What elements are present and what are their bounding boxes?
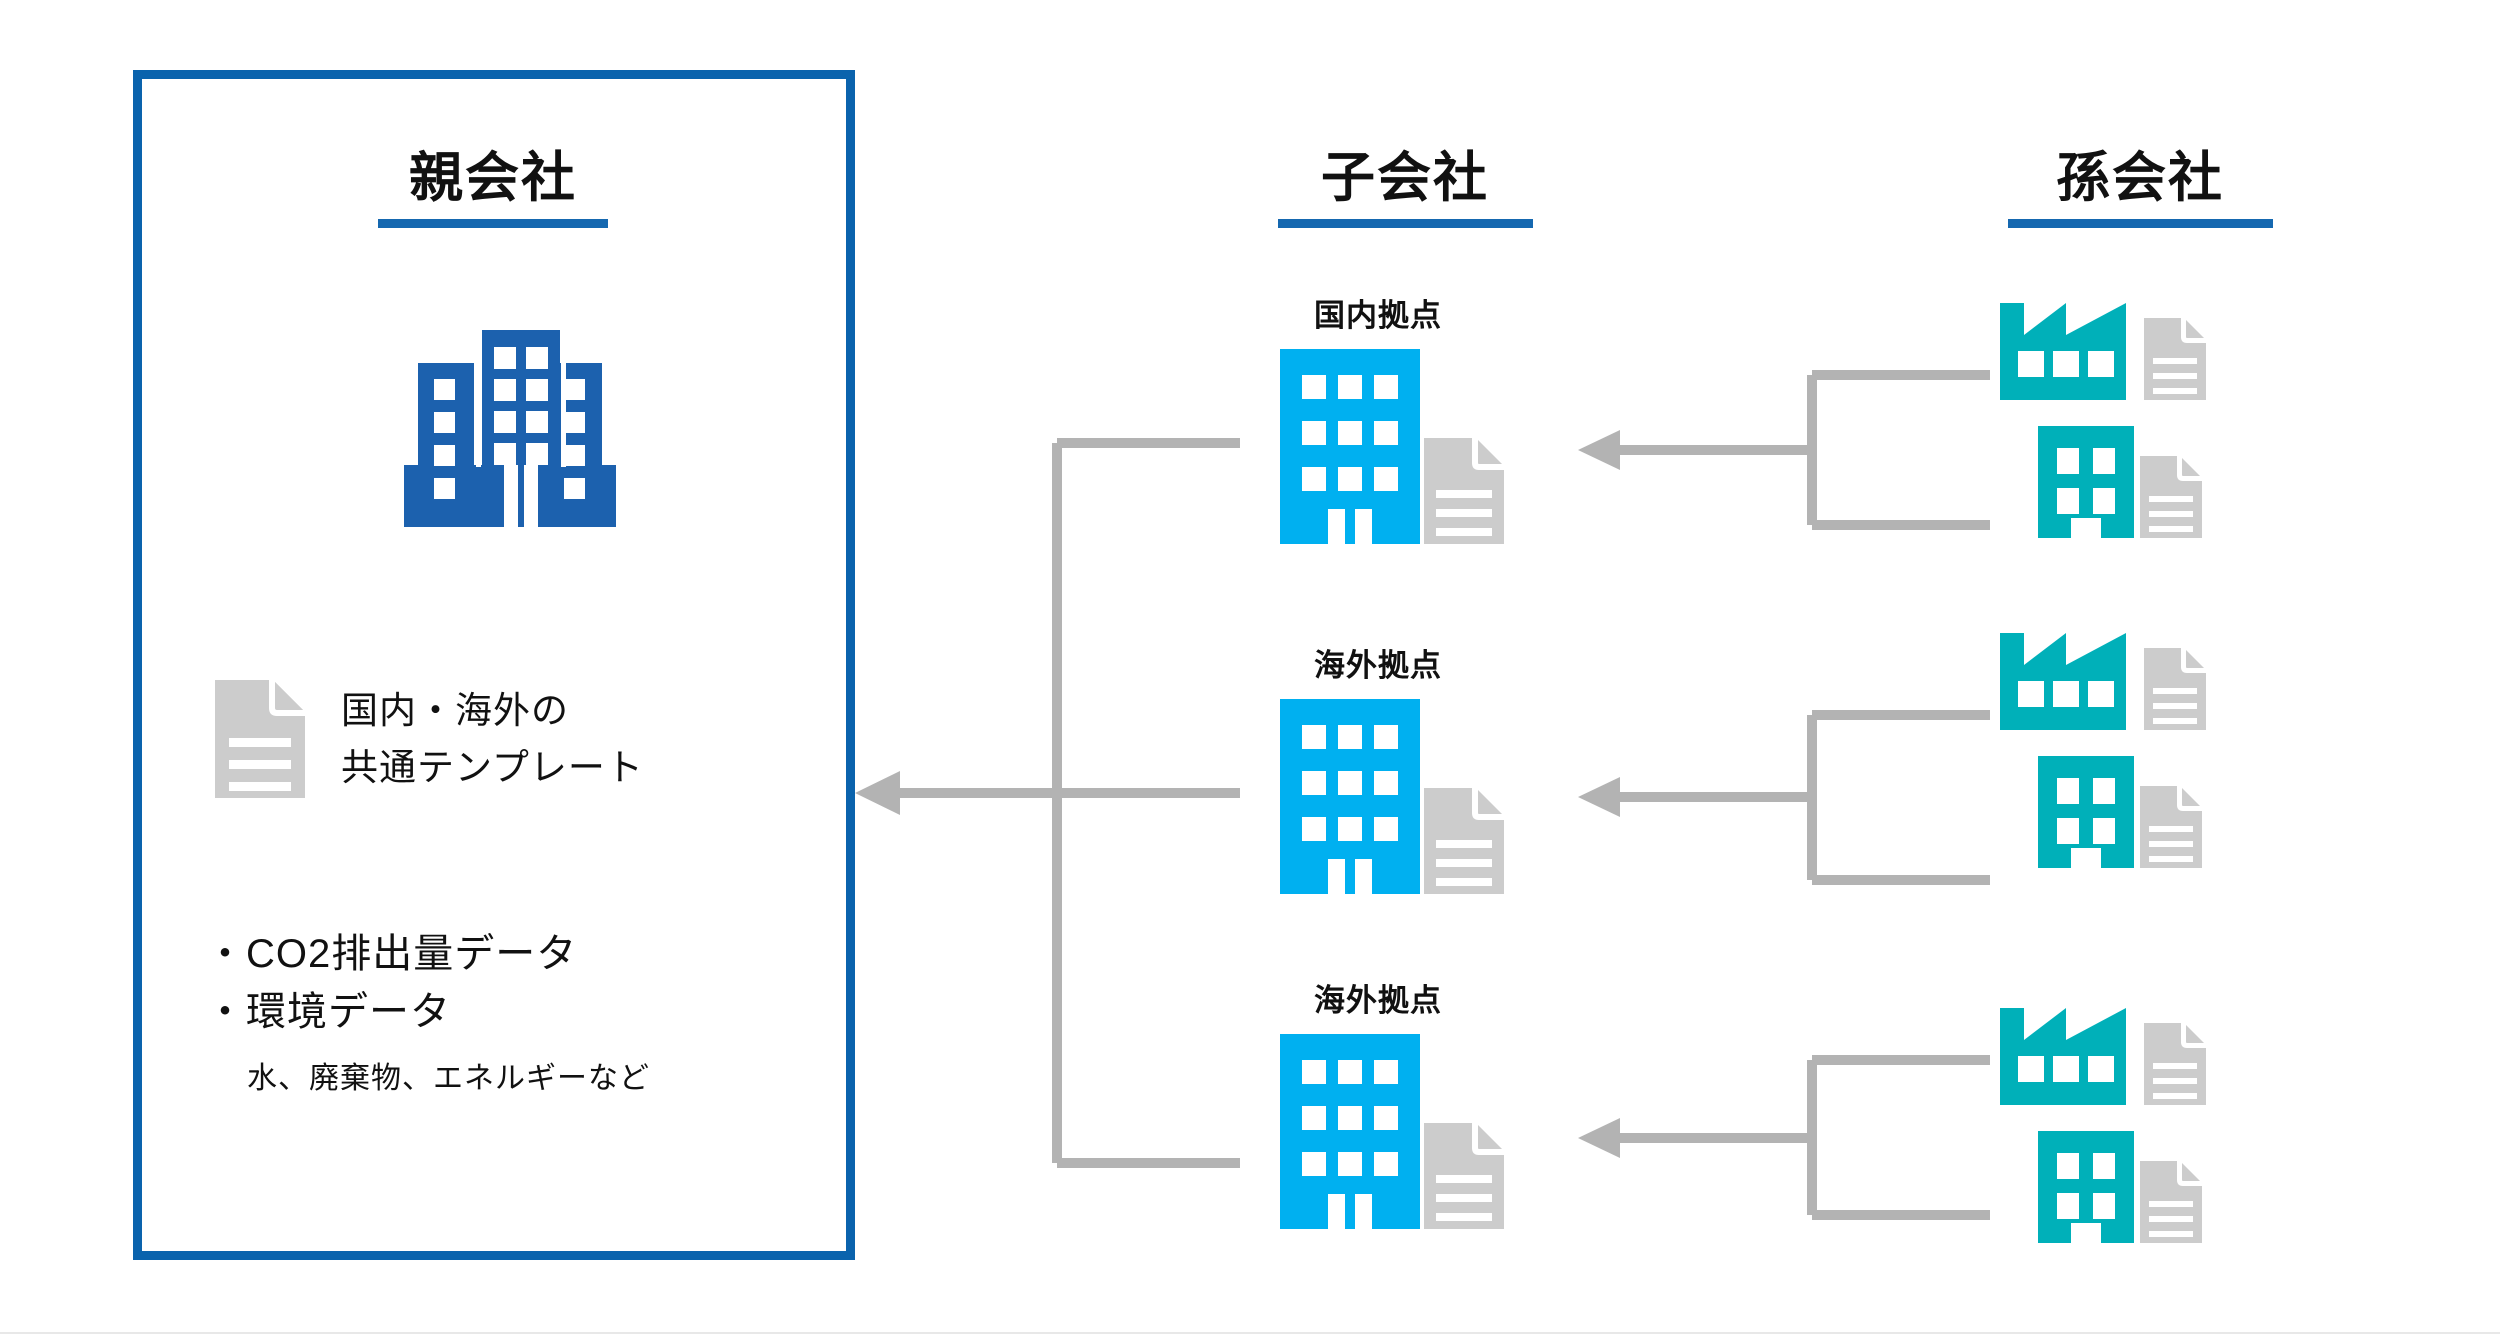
grandchild-factory-icon <box>2000 625 2138 730</box>
parent-data-bullets: ・CO2排出量データ ・環境データ 水、廃棄物、エネルギーなど <box>205 925 835 1097</box>
grandchild-heading-label: 孫会社 <box>2056 148 2224 208</box>
subsidiary-heading-label: 子会社 <box>1321 148 1489 208</box>
grandchild-document-icon <box>2144 318 2206 400</box>
common-template-text: 国内・海外の 共通テンプレート <box>341 682 644 797</box>
grandchild-small-building-icon <box>2038 426 2134 538</box>
grandchild-document-icon <box>2140 1161 2202 1243</box>
grandchild-small-building-icon <box>2038 756 2134 868</box>
grandchild-group <box>2000 625 2330 868</box>
grandchild-entity-row <box>2038 756 2330 868</box>
grandchild-factory-icon <box>2000 295 2138 400</box>
grandchild-document-icon <box>2140 456 2202 538</box>
subsidiary-office-building-icon <box>1280 699 1420 894</box>
grandchild-document-icon <box>2140 786 2202 868</box>
grandchild-document-icon <box>2144 1023 2206 1105</box>
grandchild-entity-row <box>2000 625 2330 730</box>
common-template-line-1: 国内・海外の <box>341 689 569 731</box>
bullet-item: ・環境データ <box>205 990 451 1034</box>
subsidiary-heading: 子会社 <box>1240 150 1570 228</box>
subsidiary-site-group: 海外拠点 <box>1280 640 1610 894</box>
grandchild-group <box>2000 1000 2330 1243</box>
grandchild-small-building-icon <box>2038 1131 2134 1243</box>
subsidiary-site-group: 国内拠点 <box>1280 290 1610 544</box>
subsidiary-site-group: 海外拠点 <box>1280 975 1610 1229</box>
common-template-line-2: 共通テンプレート <box>341 747 644 788</box>
grandchild-entity-row <box>2000 295 2330 400</box>
grandchild-heading: 孫会社 <box>1975 150 2305 228</box>
bullet-item: ・CO2排出量データ <box>205 932 578 976</box>
grandchild-entity-row <box>2038 1131 2330 1243</box>
subsidiary-heading-rule <box>1277 218 1533 228</box>
subsidiary-document-icon <box>1424 788 1504 894</box>
grandchild-entity-row <box>2000 1000 2330 1105</box>
grandchild-heading-rule <box>2007 218 2273 228</box>
subsidiary-site-label: 国内拠点 <box>1314 298 1442 333</box>
template-document-icon <box>215 680 305 798</box>
parent-company-heading-rule <box>378 218 608 228</box>
parent-company-heading-label: 親会社 <box>409 148 577 208</box>
grandchild-group <box>2000 295 2330 538</box>
grandchild-document-icon <box>2144 648 2206 730</box>
grandchild-entity-row <box>2038 426 2330 538</box>
grandchild-factory-icon <box>2000 1000 2138 1105</box>
subsidiary-document-icon <box>1424 1123 1504 1229</box>
parent-company-heading: 親会社 <box>253 150 733 228</box>
subsidiary-site-label: 海外拠点 <box>1314 648 1442 683</box>
parent-office-building-icon <box>400 315 620 540</box>
parent-data-note: 水、廃棄物、エネルギーなど <box>247 1062 650 1095</box>
parent-company-box <box>133 70 855 1260</box>
subsidiary-document-icon <box>1424 438 1504 544</box>
subsidiary-office-building-icon <box>1280 1034 1420 1229</box>
main-trunk-arrowhead <box>855 771 900 815</box>
subsidiary-site-label: 海外拠点 <box>1314 983 1442 1018</box>
common-template-row: 国内・海外の 共通テンプレート <box>215 680 815 798</box>
subsidiary-office-building-icon <box>1280 349 1420 544</box>
